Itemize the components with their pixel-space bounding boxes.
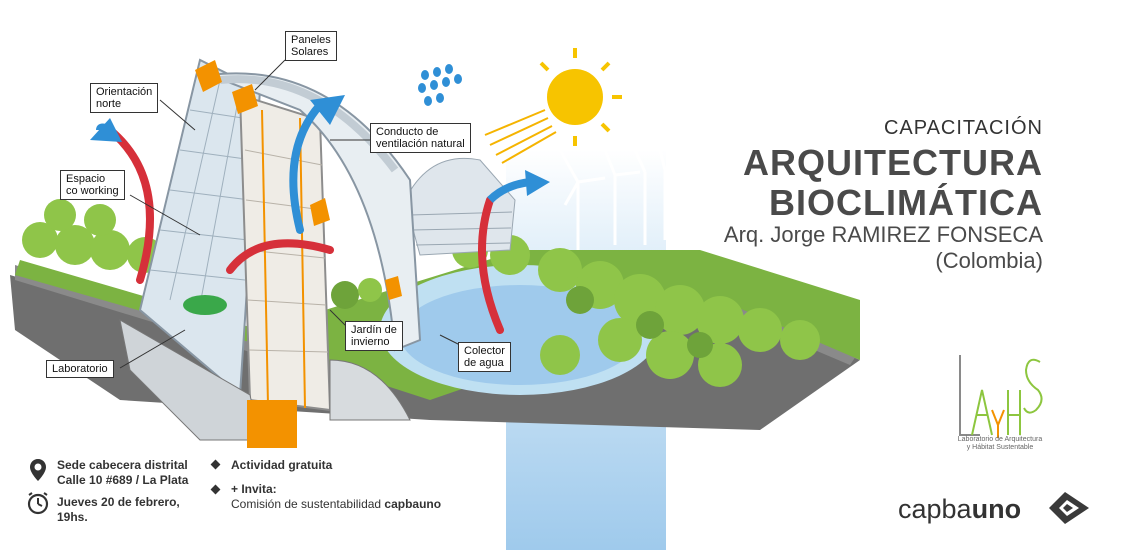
callout-jardin-invierno: Jardín de invierno bbox=[345, 321, 403, 351]
callout-espacio-coworking: Espacio co working bbox=[60, 170, 125, 200]
date-line-1: Jueves 20 de febrero, bbox=[57, 495, 180, 509]
callout-laboratorio: Laboratorio bbox=[46, 360, 114, 378]
speaker-country: (Colombia) bbox=[935, 248, 1043, 273]
kicker-capacitacion: CAPACITACIÓN bbox=[883, 117, 1043, 139]
activity-text: Actividad gratuita bbox=[231, 458, 333, 472]
clock-icon bbox=[27, 492, 49, 515]
title-line-1: ARQUITECTURA bbox=[743, 142, 1043, 183]
sun-icon bbox=[484, 48, 622, 164]
bioclimatic-building-illustration bbox=[10, 48, 860, 448]
invites-text: Comisión de sustentabilidad bbox=[231, 497, 385, 511]
invites-org: capbauno bbox=[384, 497, 442, 511]
callout-colector-agua: Colector de agua bbox=[458, 342, 511, 372]
capbauno-logo-text: capbauno bbox=[898, 494, 1022, 524]
lahs-subtitle: Laboratorio de Arquitectura y Hábitat Su… bbox=[957, 436, 1043, 451]
title-line-2: BIOCLIMÁTICA bbox=[769, 182, 1043, 223]
wind-turbine-icon bbox=[558, 149, 667, 250]
invites-line: Comisión de sustentabilidad capbauno bbox=[231, 497, 441, 512]
date-line-2: 19hs. bbox=[57, 510, 88, 524]
callout-conducto-ventilacion: Conducto de ventilación natural bbox=[370, 123, 471, 153]
diamond-bullet-icon bbox=[210, 459, 221, 470]
speaker-name: Arq. Jorge RAMIREZ FONSECA bbox=[723, 222, 1043, 247]
lahs-logo bbox=[959, 355, 1043, 438]
invites-label: + Invita: bbox=[231, 482, 277, 496]
venue-line-2: Calle 10 #689 / La Plata bbox=[57, 473, 189, 487]
diamond-bullet-icon bbox=[210, 484, 221, 495]
location-pin-icon bbox=[30, 459, 46, 481]
callout-orientacion-norte: Orientación norte bbox=[90, 83, 159, 113]
rain-drops-icon bbox=[418, 64, 462, 106]
venue-line-1: Sede cabecera distrital bbox=[57, 458, 188, 472]
capbauno-logo-mark bbox=[1049, 492, 1089, 524]
callout-paneles-solares: Paneles Solares bbox=[285, 31, 337, 61]
